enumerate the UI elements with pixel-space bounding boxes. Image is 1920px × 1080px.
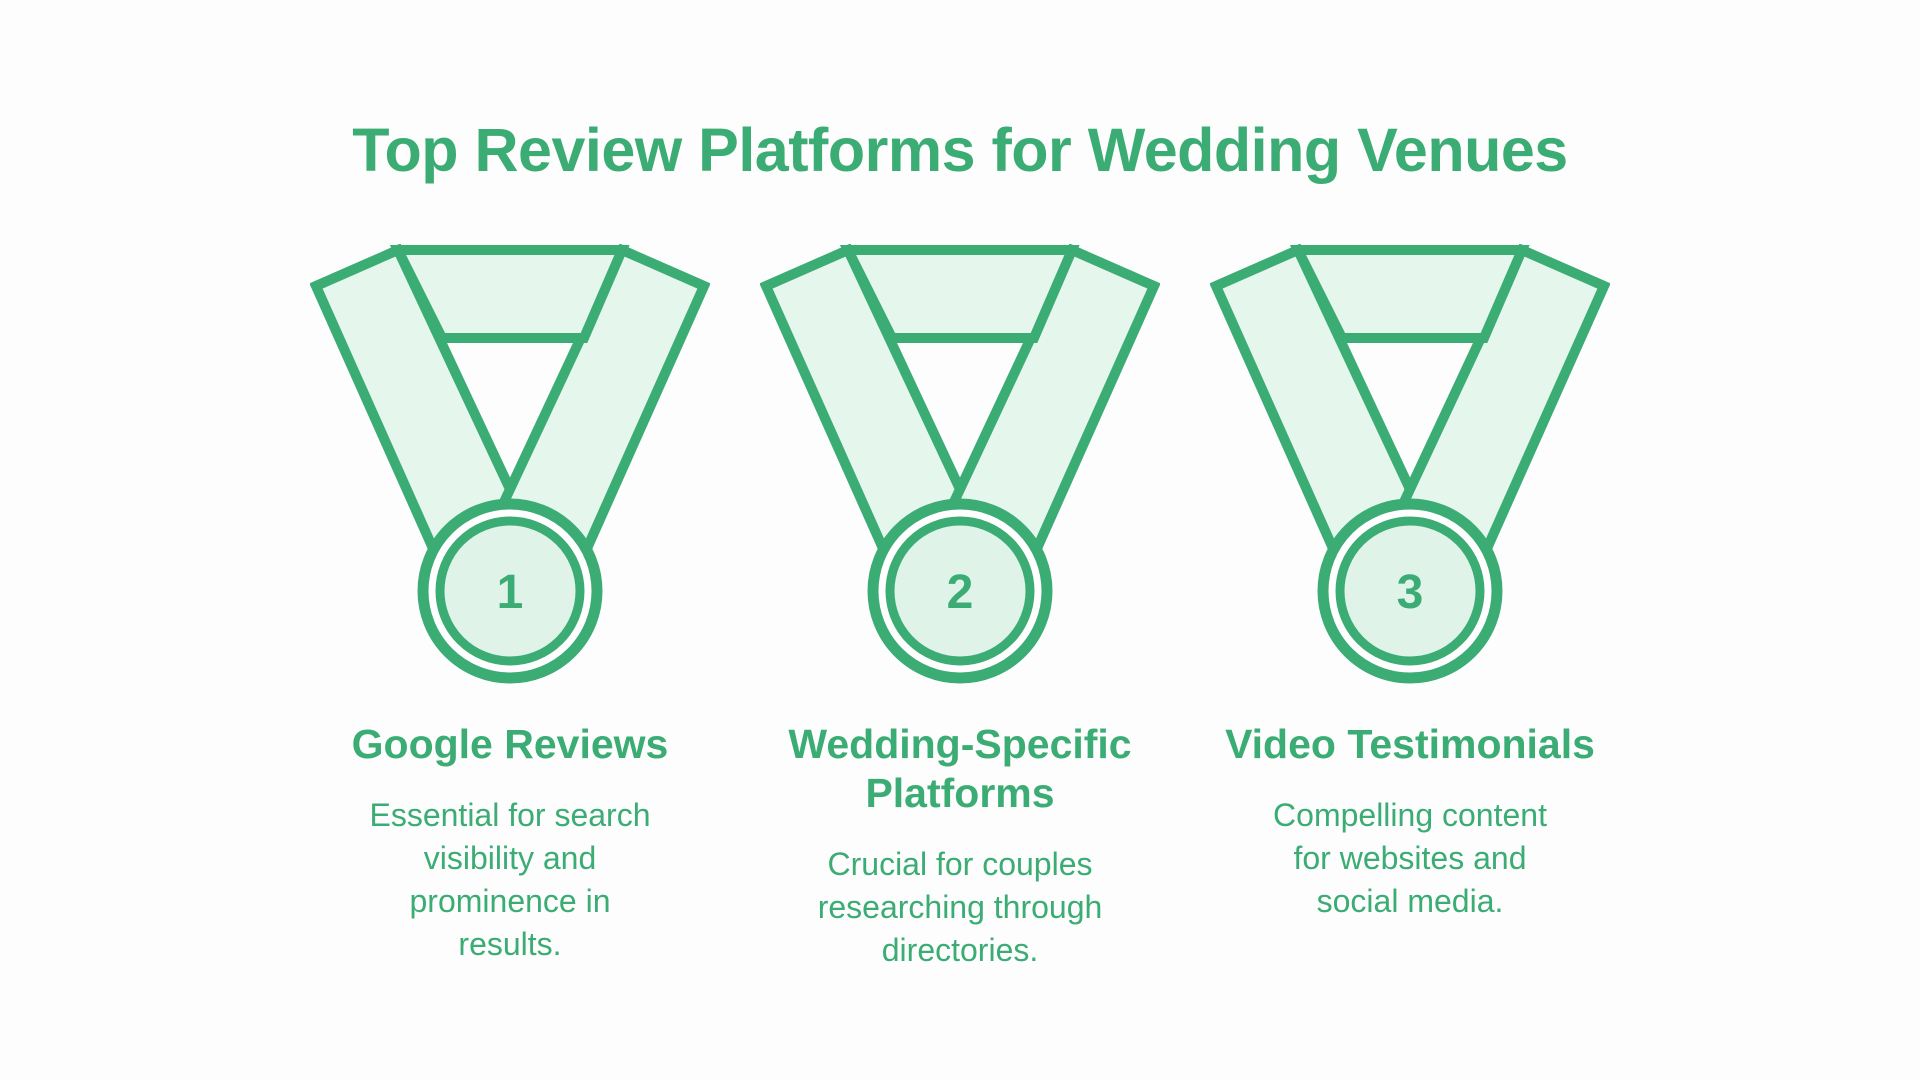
ribbon-top-band: [839, 245, 1080, 343]
item-heading: Video Testimonials: [1210, 720, 1610, 769]
silver-medal-icon: 2: [760, 244, 1160, 684]
item-description: Essential for search visibility and prom…: [310, 794, 710, 966]
description-line: Compelling content: [1273, 797, 1547, 833]
description-line: Essential for search: [369, 797, 651, 833]
description-line: researching through: [817, 889, 1103, 925]
platform-item-2: 2 Wedding-Specific Platforms Crucial for…: [760, 244, 1160, 972]
gold-medal-icon: 1: [310, 244, 710, 684]
item-heading: Google Reviews: [310, 720, 710, 769]
description-line: Crucial for couples: [827, 846, 1093, 882]
description-line: visibility and: [423, 840, 597, 876]
description-line: for websites and: [1293, 840, 1527, 876]
item-heading: Wedding-Specific Platforms: [760, 720, 1160, 818]
heading-line: Wedding-Specific: [788, 721, 1132, 767]
bronze-medal-icon: 3: [1210, 244, 1610, 684]
page-title: Top Review Platforms for Wedding Venues: [352, 116, 1568, 184]
description-line: directories.: [881, 932, 1039, 968]
ribbon-top-band: [389, 245, 630, 343]
rank-number: 1: [497, 566, 524, 619]
description-line: results.: [458, 926, 562, 962]
medal-inner-ring: [885, 516, 1035, 666]
rank-number: 2: [947, 566, 974, 619]
ribbon-top-band: [1289, 245, 1530, 343]
medal-inner-ring: [1335, 516, 1485, 666]
heading-line: Platforms: [865, 770, 1055, 816]
heading-line: Video Testimonials: [1225, 721, 1595, 767]
platform-item-1: 1 Google Reviews Essential for search vi…: [310, 244, 710, 966]
platform-item-3: 3 Video Testimonials Compelling content …: [1210, 244, 1610, 923]
description-line: social media.: [1316, 883, 1504, 919]
item-description: Crucial for couples researching through …: [760, 843, 1160, 972]
description-line: prominence in: [409, 883, 611, 919]
item-description: Compelling content for websites and soci…: [1210, 794, 1610, 923]
platform-columns: 1 Google Reviews Essential for search vi…: [0, 244, 1920, 972]
medal-inner-ring: [435, 516, 585, 666]
rank-number: 3: [1397, 566, 1424, 619]
heading-line: Google Reviews: [351, 721, 669, 767]
